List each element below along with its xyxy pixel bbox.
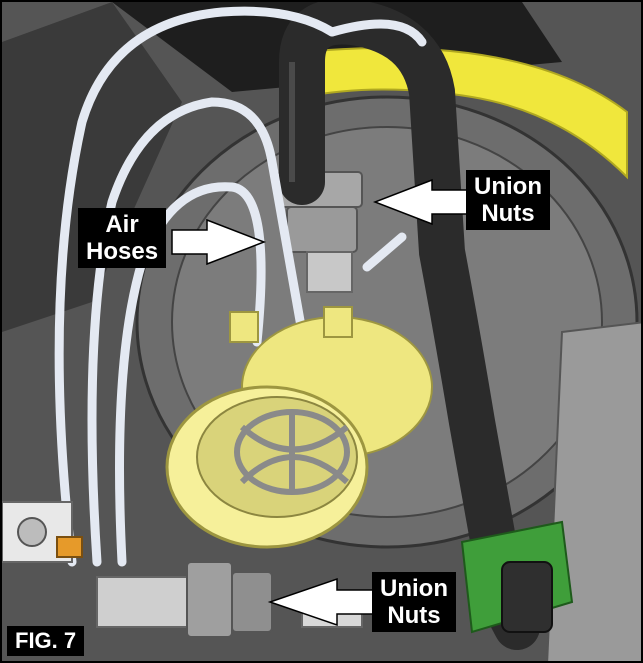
air-hose-2 [87,97,307,567]
union-nuts-bottom-label: Union Nuts [372,572,456,632]
right-bracket [546,321,641,661]
air-hoses-arrow [171,218,267,266]
filter-cap-tab-left [229,311,259,343]
air-hoses-label-line2: Hoses [86,238,159,265]
union-nuts-top-arrow [372,178,473,226]
filter-grille [234,409,350,495]
union-nuts-bottom-label-line1: Union [380,575,448,602]
air-hose-1 [54,6,337,567]
bottom-union-nut-2 [231,571,273,633]
hose-clamp [501,561,553,633]
orange-fitting [56,536,83,558]
yellow-housing-rim [301,47,628,180]
bottom-pipe [96,576,188,628]
air-hoses-label-line1: Air [105,211,139,238]
figure-caption: FIG. 7 [7,626,85,656]
union-nuts-top-label-line2: Nuts [481,200,535,227]
left-panel [2,2,182,332]
air-hose-4 [327,19,427,47]
top-union-nut-2 [286,206,358,253]
top-fitting-stem [306,251,353,293]
air-hoses-label: Air Hoses [78,208,167,268]
left-fitting-port [17,517,47,547]
union-nuts-top-label: Union Nuts [466,170,550,230]
bottom-union-nut-1 [186,561,233,638]
filter-cap-tab-right [323,306,353,338]
union-nuts-top-label-line1: Union [474,173,542,200]
union-nuts-bottom-label-line2: Nuts [387,602,441,629]
air-hose-5 [362,232,407,272]
callout-arrows [171,178,473,627]
